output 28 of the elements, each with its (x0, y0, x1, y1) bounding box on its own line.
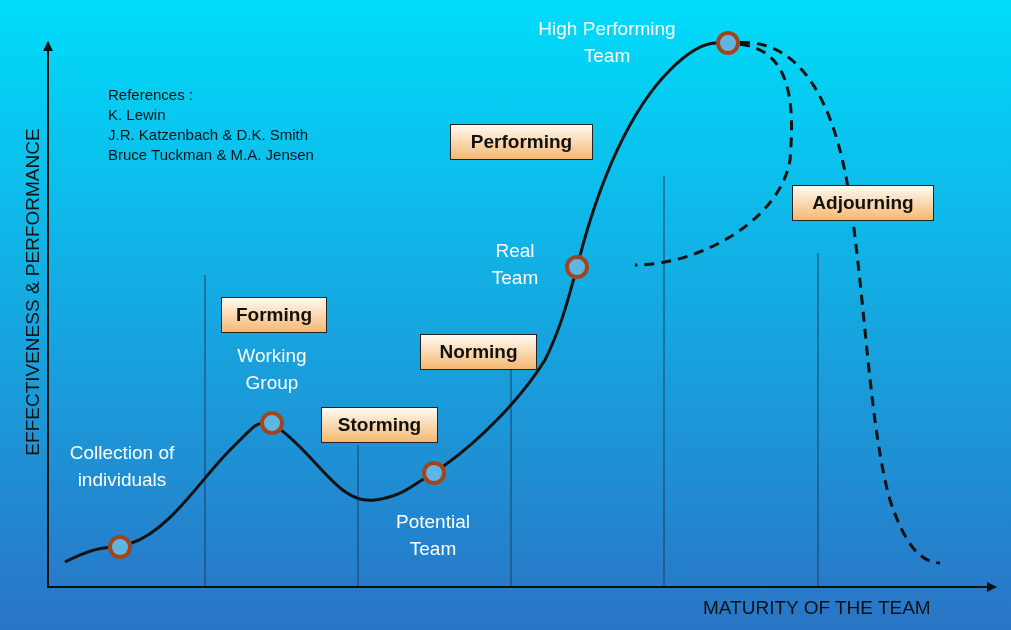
performance-curve (578, 41, 717, 256)
stage-caption: High Performing Team (537, 17, 677, 68)
performance-curve (442, 278, 576, 468)
stage-box: Performing (450, 124, 593, 160)
performance-curve (130, 422, 261, 545)
stage-box: Norming (420, 334, 537, 370)
stage-caption: Real Team (490, 239, 540, 290)
reference-text: K. Lewin (108, 106, 166, 123)
performance-curve (739, 41, 941, 565)
performance-curve (64, 546, 109, 564)
reference-text: J.R. Katzenbach & D.K. Smith (108, 126, 309, 143)
stage-caption: Working Group (236, 344, 308, 395)
curve-point-marker (422, 461, 446, 485)
x-axis-title: MATURITY OF THE TEAM (703, 597, 931, 619)
performance-curve (280, 429, 425, 502)
reference-heading: References : (108, 86, 194, 103)
curve-point-marker (565, 255, 589, 279)
stage-box: Forming (221, 297, 327, 333)
stage-box: Adjourning (792, 185, 934, 221)
stage-caption: Collection of individuals (68, 441, 176, 492)
reference-text: Bruce Tuckman & M.A. Jensen (108, 146, 314, 163)
stage-box: Storming (321, 407, 438, 443)
y-axis-title: EFFECTIVENESS & PERFORMANCE (22, 128, 44, 456)
performance-curve (634, 42, 793, 267)
stage-caption: Potential Team (395, 510, 471, 561)
curve-point-marker (716, 31, 740, 55)
curve-point-marker (108, 535, 132, 559)
curve-point-marker (260, 411, 284, 435)
